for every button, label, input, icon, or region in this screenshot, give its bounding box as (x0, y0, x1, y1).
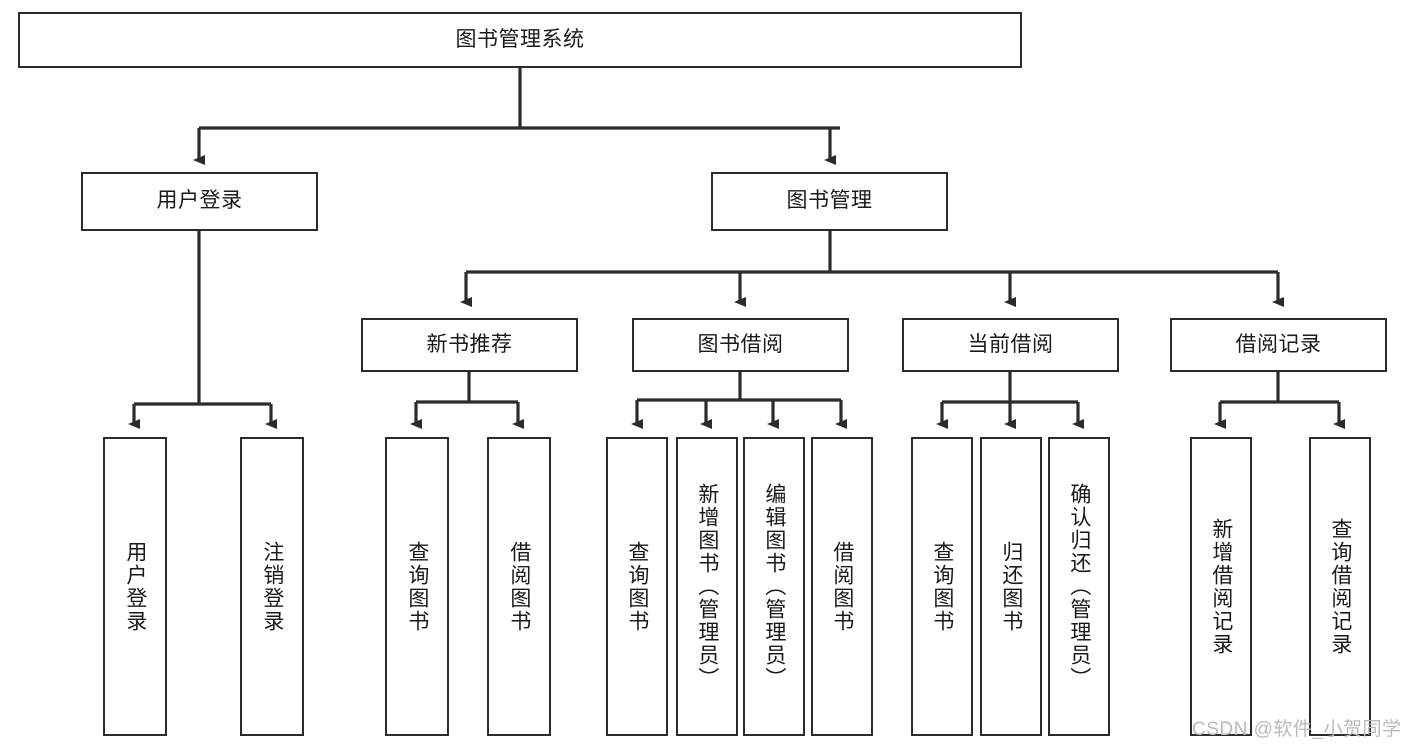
node-label: 新增图书（管理员） (695, 483, 719, 690)
node-new-book-recommend[interactable]: 新书推荐 (361, 318, 578, 372)
node-book-management[interactable]: 图书管理 (711, 172, 948, 231)
node-label: 查询图书 (625, 540, 649, 633)
node-label: 借阅图书 (507, 540, 531, 633)
node-book-borrow[interactable]: 图书借阅 (632, 318, 849, 372)
node-label: 图书管理 (786, 189, 873, 213)
leaf-record-query-record[interactable]: 查询借阅记录 (1309, 437, 1371, 736)
leaf-user-login-logout[interactable]: 注销登录 (240, 437, 304, 736)
leaf-current-query-book[interactable]: 查询图书 (911, 437, 973, 736)
node-label: 当前借阅 (967, 332, 1054, 356)
watermark: CSDN @软件_小贺同学 (1192, 719, 1402, 740)
node-label: 查询图书 (930, 540, 954, 633)
node-label: 查询借阅记录 (1328, 517, 1352, 656)
node-current-borrow[interactable]: 当前借阅 (902, 318, 1119, 372)
node-label: 用户登录 (123, 540, 147, 633)
node-root-system[interactable]: 图书管理系统 (18, 12, 1022, 68)
leaf-borrow-add-book-admin[interactable]: 新增图书（管理员） (676, 437, 738, 736)
leaf-record-add-record[interactable]: 新增借阅记录 (1190, 437, 1252, 736)
leaf-borrow-query-book[interactable]: 查询图书 (606, 437, 668, 736)
node-label: 借阅图书 (830, 540, 854, 633)
node-label: 确认归还（管理员） (1067, 483, 1091, 690)
node-label: 图书管理系统 (455, 27, 585, 51)
node-label: 用户登录 (156, 189, 243, 213)
node-label: 图书借阅 (697, 332, 784, 356)
node-label: 新增借阅记录 (1209, 517, 1233, 656)
leaf-new-book-borrow[interactable]: 借阅图书 (487, 437, 551, 736)
node-label: 编辑图书（管理员） (762, 483, 786, 690)
node-label: 借阅记录 (1235, 332, 1322, 356)
leaf-current-confirm-return-admin[interactable]: 确认归还（管理员） (1048, 437, 1110, 736)
node-label: 注销登录 (260, 540, 284, 633)
leaf-new-book-query[interactable]: 查询图书 (385, 437, 449, 736)
node-user-login[interactable]: 用户登录 (81, 172, 318, 231)
leaf-borrow-borrow-book[interactable]: 借阅图书 (811, 437, 873, 736)
node-borrow-record[interactable]: 借阅记录 (1170, 318, 1387, 372)
leaf-borrow-edit-book-admin[interactable]: 编辑图书（管理员） (743, 437, 805, 736)
node-label: 新书推荐 (426, 332, 513, 356)
node-label: 归还图书 (999, 540, 1023, 633)
node-label: 查询图书 (405, 540, 429, 633)
leaf-current-return-book[interactable]: 归还图书 (980, 437, 1042, 736)
leaf-user-login-login[interactable]: 用户登录 (103, 437, 167, 736)
